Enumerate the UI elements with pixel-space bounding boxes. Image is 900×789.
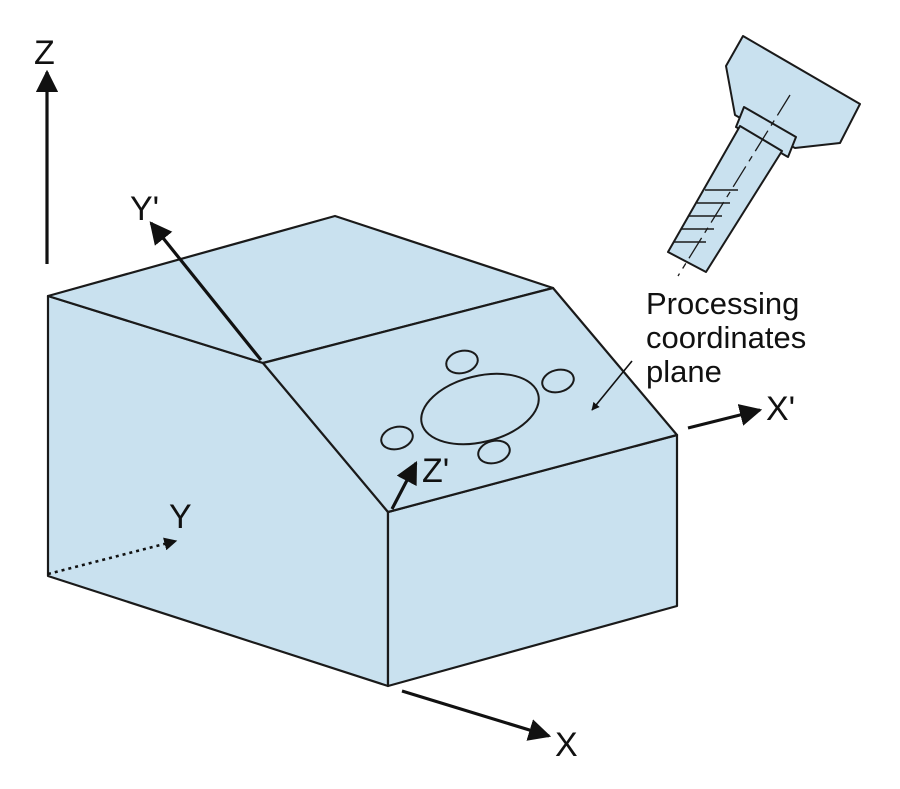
y-axis-arrow — [47, 537, 178, 576]
bolt-hole — [477, 439, 511, 465]
processing-plane-face — [261, 286, 679, 514]
y-prime-axis-arrow — [149, 221, 263, 362]
annotation-line-2: coordinates — [646, 320, 806, 355]
y-axis-label: Y — [169, 498, 192, 536]
tool-centerline — [677, 94, 791, 277]
bolt-hole — [380, 425, 414, 451]
tool-cutter — [667, 125, 783, 273]
x-prime-axis-arrow — [687, 404, 763, 430]
world-axes — [35, 69, 552, 741]
annotation-pointer-arrow — [591, 360, 633, 411]
tool-collar — [735, 106, 797, 158]
block-shape — [46, 214, 679, 688]
x-axis-arrow — [401, 689, 552, 741]
z-prime-axis-label: Z' — [422, 452, 449, 490]
cutter-flutes — [674, 189, 738, 243]
x-axis-label: X — [555, 726, 578, 764]
bolt-hole — [445, 349, 479, 375]
annotation-line-1: Processing — [646, 286, 799, 321]
bolt-hole — [541, 368, 575, 394]
tilted-axes — [149, 221, 763, 510]
center-bore — [420, 372, 540, 446]
spindle-tool-icon — [667, 35, 861, 277]
y-prime-axis-label: Y' — [130, 190, 159, 228]
z-prime-axis-arrow — [390, 461, 418, 510]
z-axis-label: Z — [34, 34, 55, 72]
x-prime-axis-label: X' — [766, 390, 795, 428]
annotation-line-3: plane — [646, 354, 722, 389]
hole-pattern — [380, 349, 575, 465]
